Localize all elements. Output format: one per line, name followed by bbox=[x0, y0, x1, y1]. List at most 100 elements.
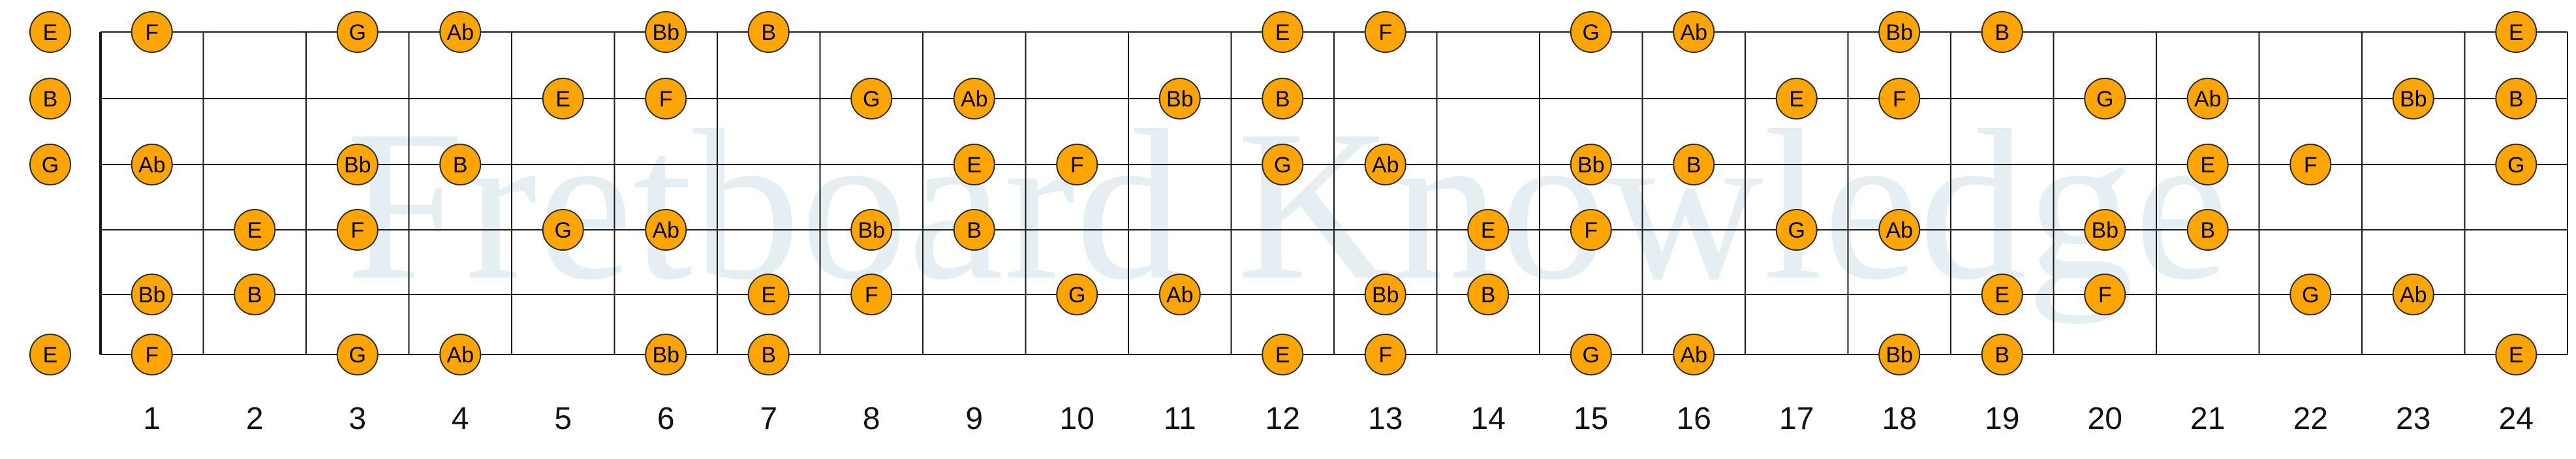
note-circle bbox=[29, 334, 71, 375]
note-label: F bbox=[2304, 153, 2318, 178]
fretted-note-marker: B bbox=[953, 209, 995, 251]
note-label: Ab bbox=[2400, 283, 2427, 308]
fretted-note-marker: E bbox=[542, 78, 584, 119]
note-label: Bb bbox=[858, 218, 885, 243]
fret-number-label: 13 bbox=[1368, 402, 1403, 436]
fretted-note-marker: E bbox=[2495, 334, 2537, 375]
note-label: Ab bbox=[2194, 87, 2222, 112]
note-circle bbox=[1467, 209, 1510, 251]
note-label: B bbox=[1686, 153, 1701, 178]
note-label: Bb bbox=[344, 153, 371, 178]
note-label: G bbox=[349, 20, 366, 45]
note-label: Ab bbox=[446, 343, 474, 368]
fretted-note-marker: E bbox=[747, 274, 790, 315]
note-circle bbox=[1878, 209, 1921, 251]
fretted-note-marker: G bbox=[1056, 274, 1098, 315]
note-circle bbox=[439, 11, 482, 53]
note-label: B bbox=[1994, 20, 2010, 45]
note-label: G bbox=[1068, 283, 1085, 308]
fretted-note-marker: G bbox=[336, 334, 379, 375]
note-circle bbox=[1673, 11, 1715, 53]
fretted-note-marker: Ab bbox=[953, 78, 995, 119]
note-circle bbox=[953, 78, 995, 119]
note-circle bbox=[747, 274, 790, 315]
fretted-note-marker: G bbox=[1570, 11, 1612, 53]
note-label: E bbox=[43, 343, 58, 368]
watermark-text: Fretboard Knowledge bbox=[346, 86, 2230, 324]
fret-number-label: 6 bbox=[657, 402, 675, 436]
fretted-note-marker: F bbox=[850, 274, 893, 315]
fretted-note-marker: G bbox=[2084, 78, 2126, 119]
note-circle bbox=[29, 78, 71, 119]
fretted-note-marker: F bbox=[336, 209, 379, 251]
note-circle bbox=[131, 334, 173, 375]
note-circle bbox=[645, 209, 687, 251]
note-label: B bbox=[967, 218, 982, 243]
note-circle bbox=[747, 11, 790, 53]
note-circle bbox=[1158, 78, 1201, 119]
note-label: G bbox=[555, 218, 572, 243]
fret-number-label: 20 bbox=[2088, 402, 2122, 436]
note-circle bbox=[2495, 11, 2537, 53]
fretted-note-marker: B bbox=[747, 11, 790, 53]
fretted-note-marker: F bbox=[1570, 209, 1612, 251]
note-label: E bbox=[1789, 87, 1804, 112]
note-label: Bb bbox=[1577, 153, 1605, 178]
fretted-note-marker: Ab bbox=[1878, 209, 1921, 251]
fretted-note-marker: Ab bbox=[1364, 144, 1406, 185]
fretted-note-marker: Ab bbox=[131, 144, 173, 185]
note-circle bbox=[542, 78, 584, 119]
note-circle bbox=[336, 11, 379, 53]
note-circle bbox=[1364, 144, 1406, 185]
fretted-note-marker: Bb bbox=[1878, 11, 1921, 53]
note-circle bbox=[645, 11, 687, 53]
note-label: E bbox=[1275, 20, 1290, 45]
note-circle bbox=[1570, 209, 1612, 251]
note-label: Ab bbox=[1680, 343, 1707, 368]
fret-number-label: 4 bbox=[452, 402, 469, 436]
fret-number-label: 21 bbox=[2190, 402, 2225, 436]
open-string-note-marker: E bbox=[29, 334, 71, 375]
note-circle bbox=[131, 274, 173, 315]
open-string-note-marker: B bbox=[29, 78, 71, 119]
fretted-note-marker: G bbox=[850, 78, 893, 119]
note-label: Bb bbox=[1885, 20, 1913, 45]
note-circle bbox=[953, 144, 995, 185]
fretboard-grid bbox=[99, 31, 2568, 355]
fretted-note-marker: Ab bbox=[2392, 274, 2434, 315]
fretted-note-marker: Ab bbox=[439, 11, 482, 53]
note-label: G bbox=[2302, 283, 2319, 308]
fretted-note-marker: Bb bbox=[1570, 144, 1612, 185]
fret-number-label: 24 bbox=[2499, 402, 2534, 436]
note-circle bbox=[1673, 334, 1715, 375]
fretted-note-marker: Bb bbox=[2392, 78, 2434, 119]
fretted-note-marker: Ab bbox=[1158, 274, 1201, 315]
note-label: F bbox=[1893, 87, 1906, 112]
fretted-note-marker: E bbox=[1981, 274, 2023, 315]
note-label: G bbox=[42, 153, 59, 178]
note-label: G bbox=[2507, 153, 2524, 178]
fretted-note-marker: G bbox=[542, 209, 584, 251]
note-circle bbox=[1981, 274, 2023, 315]
open-string-note-marker: E bbox=[29, 11, 71, 53]
fretted-note-marker: E bbox=[1262, 11, 1304, 53]
note-label: Bb bbox=[138, 283, 166, 308]
fretted-note-marker: F bbox=[1364, 334, 1406, 375]
fretted-note-marker: Ab bbox=[1673, 334, 1715, 375]
note-label: E bbox=[2509, 20, 2524, 45]
fret-number-label: 3 bbox=[349, 402, 366, 436]
open-string-notes: E B G E bbox=[29, 11, 71, 375]
note-circle bbox=[1364, 274, 1406, 315]
note-circle bbox=[850, 209, 893, 251]
watermark-layer: Fretboard Knowledge bbox=[346, 86, 2230, 324]
note-circle bbox=[747, 334, 790, 375]
note-label: F bbox=[2098, 283, 2112, 308]
fretted-note-marker: Ab bbox=[2186, 78, 2229, 119]
note-circle bbox=[1981, 334, 2023, 375]
note-circle bbox=[850, 274, 893, 315]
fret-number-label: 9 bbox=[965, 402, 983, 436]
note-circle bbox=[2186, 144, 2229, 185]
note-label: E bbox=[43, 20, 58, 45]
